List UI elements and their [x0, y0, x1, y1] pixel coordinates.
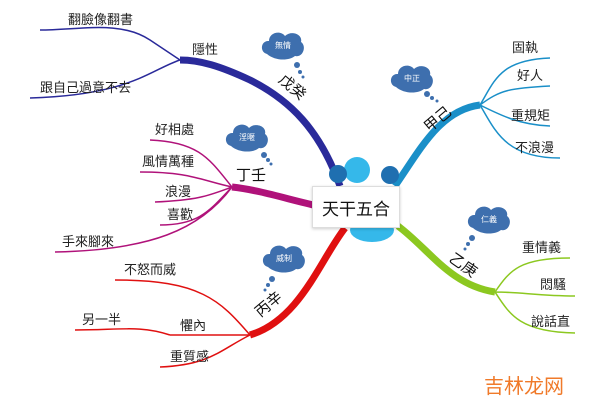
leaf: 重質感: [170, 350, 210, 365]
figure-head-center-icon: [344, 157, 370, 183]
sub-lines-wugui: [29, 26, 181, 99]
sub-lines-yigeng: [494, 257, 576, 334]
leaf: 懼內: [180, 319, 207, 334]
leaf: 風情萬種: [142, 155, 195, 170]
leaf: 好相處: [155, 123, 195, 138]
cloud-jiaji: 中正: [390, 63, 434, 93]
sub-lines-dingren: [54, 139, 233, 253]
sub-lines-jiaji: [479, 57, 561, 159]
leaf: 好人: [517, 69, 544, 84]
leaf: 喜歡: [167, 208, 194, 223]
leaf: 手來腳來: [62, 235, 115, 250]
leaf: 不怒而威: [124, 263, 177, 278]
cloud-yigeng: 仁義: [467, 204, 511, 234]
branch-label-dingren: 丁壬: [236, 166, 267, 184]
branch-yigeng: [395, 223, 496, 296]
watermark: 吉林龙网: [484, 374, 564, 398]
figure-head-left-icon: [329, 165, 347, 183]
leaf: 重情義: [522, 241, 562, 256]
leaf: 翻臉像翻書: [68, 13, 134, 28]
leaf: 跟自己過意不去: [40, 81, 132, 96]
center-node: 天干五合: [312, 186, 400, 228]
branch-jiaji: [392, 101, 481, 188]
leaf: 說話直: [531, 315, 571, 330]
branch-bingxin: [248, 225, 348, 339]
leaf: 另一半: [82, 313, 122, 328]
branch-wugui: [179, 56, 344, 188]
cloud-dingren: 淫暱: [225, 122, 269, 152]
sub-lines-bingxin: [74, 279, 251, 368]
leaf: 重規矩: [511, 109, 551, 124]
figure-head-right-icon: [381, 166, 399, 184]
thought-dots: [261, 62, 475, 292]
branch-dingren: [231, 183, 319, 210]
leaf: 不浪漫: [515, 141, 555, 156]
sub-node-wugui: 隱性: [192, 43, 219, 58]
leaf: 浪漫: [165, 185, 192, 200]
cloud-wugui: 無情: [261, 30, 305, 60]
leaf: 固執: [512, 41, 539, 56]
cloud-bingxin: 威制: [262, 243, 306, 273]
leaf: 悶騷: [540, 278, 567, 293]
